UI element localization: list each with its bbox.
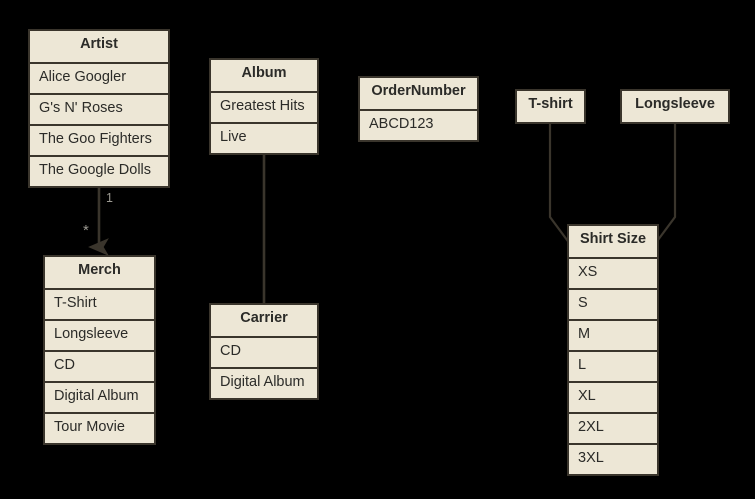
- node-merch-row[interactable]: Digital Album: [45, 381, 154, 412]
- node-artist-row[interactable]: The Google Dolls: [30, 155, 168, 186]
- node-carrier-row[interactable]: CD: [211, 336, 317, 367]
- node-merch-row[interactable]: T-Shirt: [45, 288, 154, 319]
- node-artist[interactable]: Artist Alice Googler G's N' Roses The Go…: [28, 29, 170, 188]
- node-album-row[interactable]: Greatest Hits: [211, 91, 317, 122]
- node-longsleeve-title: Longsleeve: [622, 91, 728, 122]
- node-album-title: Album: [211, 60, 317, 91]
- node-merch-row[interactable]: Tour Movie: [45, 412, 154, 443]
- node-tshirt[interactable]: T-shirt: [515, 89, 586, 124]
- node-album[interactable]: Album Greatest Hits Live: [209, 58, 319, 155]
- node-shirt-size-row[interactable]: 2XL: [569, 412, 657, 443]
- node-order-number-row[interactable]: ABCD123: [360, 109, 477, 140]
- node-merch-row[interactable]: CD: [45, 350, 154, 381]
- node-carrier-row[interactable]: Digital Album: [211, 367, 317, 398]
- node-merch-row[interactable]: Longsleeve: [45, 319, 154, 350]
- node-album-row[interactable]: Live: [211, 122, 317, 153]
- node-order-number-title: OrderNumber: [360, 78, 477, 109]
- node-shirt-size-row[interactable]: L: [569, 350, 657, 381]
- node-shirt-size-row[interactable]: M: [569, 319, 657, 350]
- node-tshirt-title: T-shirt: [517, 91, 584, 122]
- node-carrier-title: Carrier: [211, 305, 317, 336]
- node-artist-row[interactable]: G's N' Roses: [30, 93, 168, 124]
- node-artist-row[interactable]: The Goo Fighters: [30, 124, 168, 155]
- node-shirt-size[interactable]: Shirt Size XS S M L XL 2XL 3XL: [567, 224, 659, 476]
- edge-label-merch-many: *: [83, 222, 89, 239]
- node-shirt-size-row[interactable]: S: [569, 288, 657, 319]
- node-merch[interactable]: Merch T-Shirt Longsleeve CD Digital Albu…: [43, 255, 156, 445]
- node-order-number[interactable]: OrderNumber ABCD123: [358, 76, 479, 142]
- node-artist-title: Artist: [30, 31, 168, 62]
- edge-label-artist-one: 1: [106, 191, 113, 205]
- node-longsleeve[interactable]: Longsleeve: [620, 89, 730, 124]
- node-carrier[interactable]: Carrier CD Digital Album: [209, 303, 319, 400]
- node-merch-title: Merch: [45, 257, 154, 288]
- node-shirt-size-title: Shirt Size: [569, 226, 657, 257]
- node-shirt-size-row[interactable]: XS: [569, 257, 657, 288]
- node-artist-row[interactable]: Alice Googler: [30, 62, 168, 93]
- node-shirt-size-row[interactable]: 3XL: [569, 443, 657, 474]
- node-shirt-size-row[interactable]: XL: [569, 381, 657, 412]
